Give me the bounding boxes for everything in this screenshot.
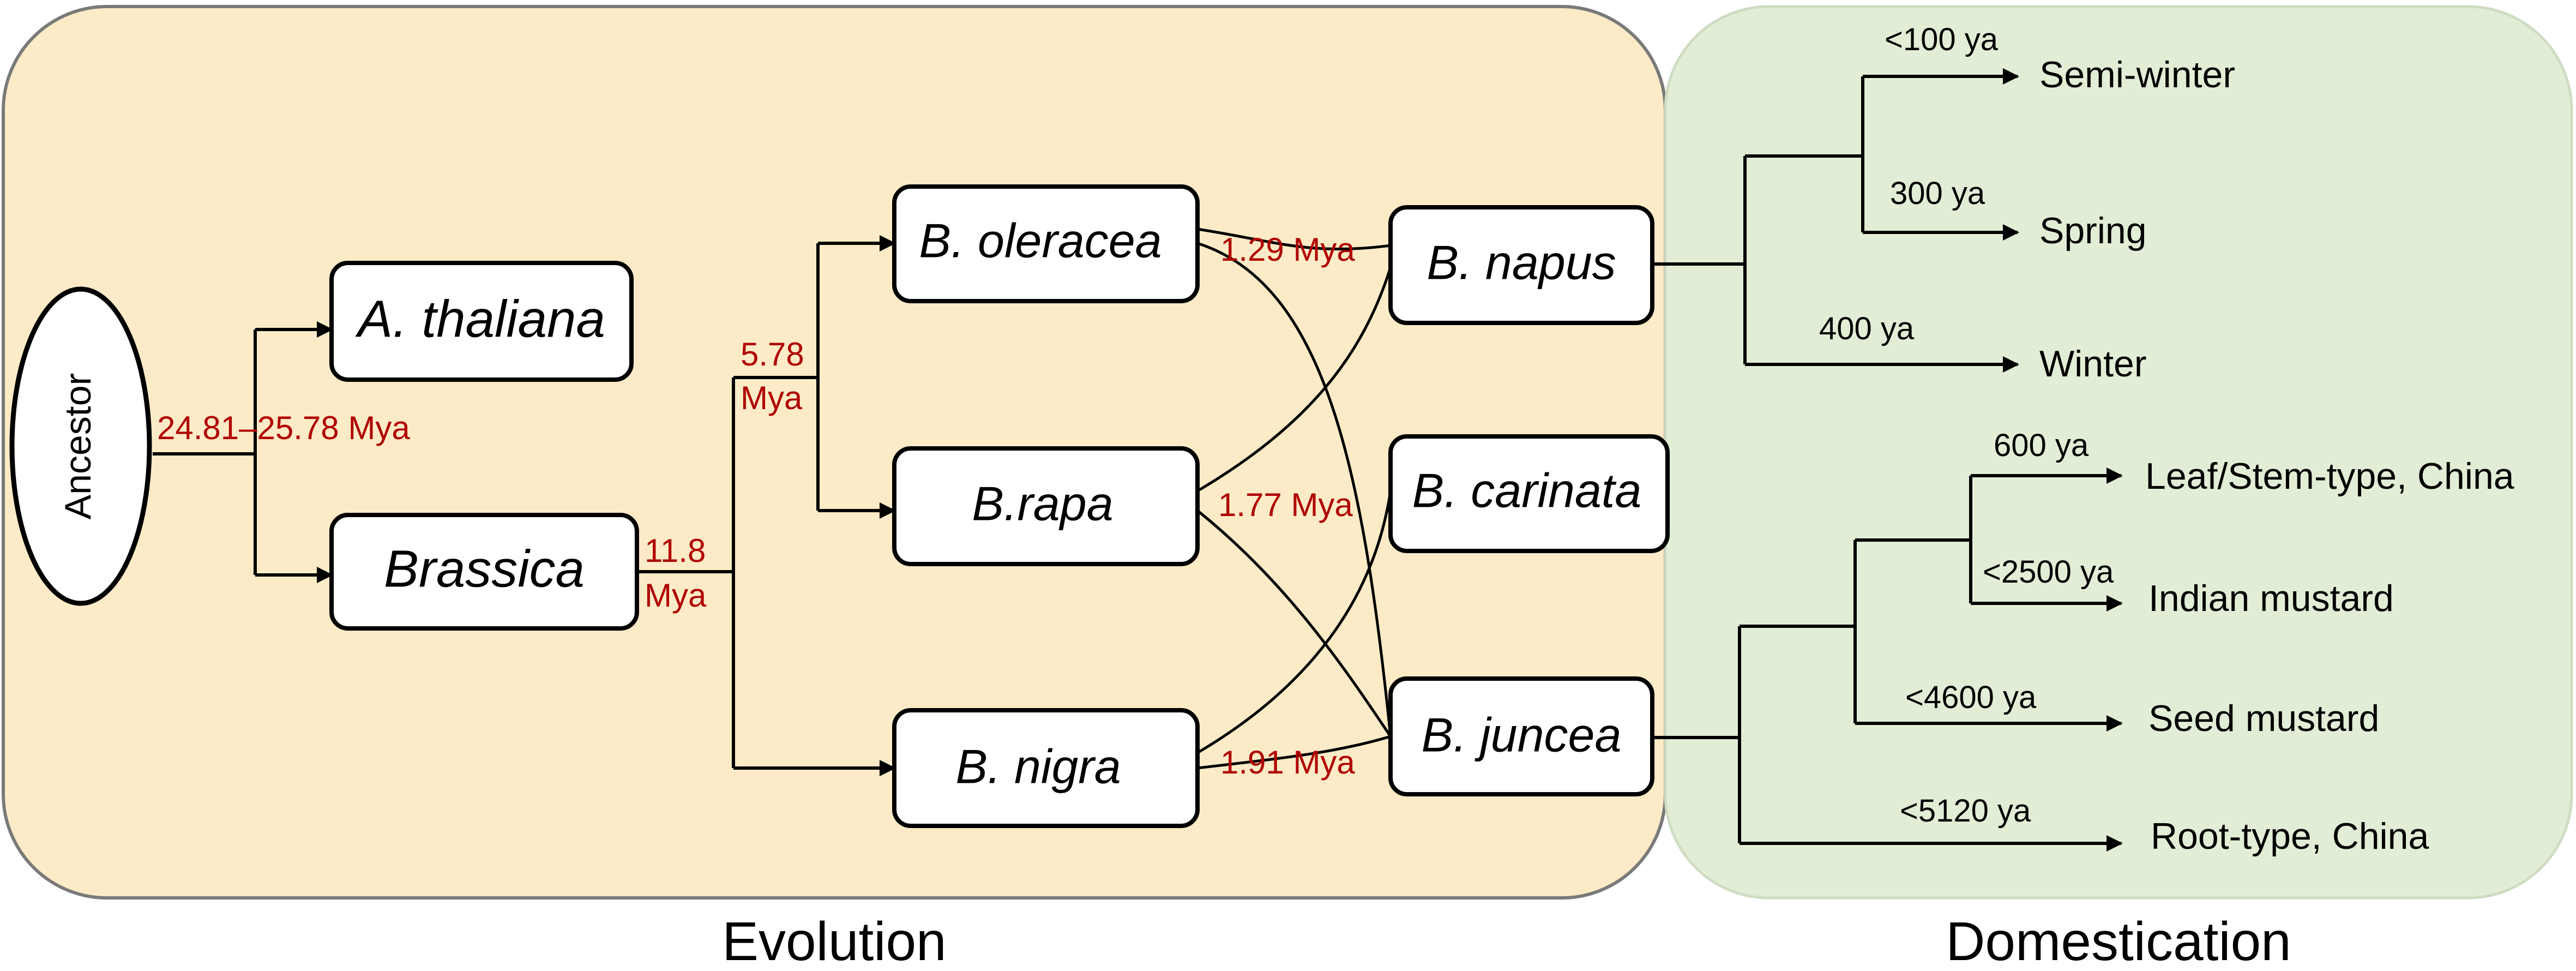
species-node-oleracea: B. oleracea — [892, 184, 1200, 303]
time-semi-winter: <100 ya — [1885, 22, 1999, 57]
species-label: B. napus — [1427, 235, 1616, 289]
type-indian-mustard: Indian mustard — [2148, 578, 2394, 619]
juncea-domestication-tree: 600 ya Leaf/Stem-type, China <2500 ya In… — [1652, 428, 2514, 857]
time-indian-mustard: <2500 ya — [1983, 554, 2114, 590]
species-label: B. juncea — [1422, 708, 1622, 762]
time-winter: 400 ya — [1819, 311, 1915, 346]
time-brassica-split-value: 11.8 — [645, 532, 706, 569]
domestication-panel — [1664, 5, 2573, 900]
species-node-brassica: Brassica — [329, 513, 639, 631]
domestication-caption: Domestication — [1946, 911, 2291, 971]
time-leaf-stem-type: 600 ya — [1994, 428, 2089, 463]
time-juncea-origin: 1.91 Mya — [1220, 744, 1355, 781]
species-label: A. thaliana — [355, 290, 605, 348]
species-node-rapa: B.rapa — [892, 446, 1200, 566]
species-label: B. carinata — [1412, 463, 1642, 517]
ancestor-node: Ancestor — [9, 286, 152, 606]
time-seed-mustard: <4600 ya — [1905, 680, 2037, 715]
type-winter: Winter — [2039, 343, 2146, 385]
species-node-napus: B. napus — [1388, 205, 1654, 325]
time-carinata-origin: 1.77 Mya — [1218, 487, 1353, 523]
evolution-connectors — [153, 227, 1392, 776]
type-root-china: Root-type, China — [2151, 816, 2429, 857]
type-spring: Spring — [2039, 210, 2147, 251]
species-node-carinata: B. carinata — [1388, 434, 1670, 553]
species-node-thaliana: A. thaliana — [329, 261, 634, 382]
evolution-caption: Evolution — [722, 911, 946, 971]
type-leaf-stem-china: Leaf/Stem-type, China — [2145, 455, 2514, 497]
type-seed-mustard: Seed mustard — [2148, 698, 2379, 739]
species-node-nigra: B. nigra — [892, 708, 1200, 828]
species-label: B.rapa — [972, 476, 1113, 530]
time-brassica-split-unit: Mya — [645, 577, 707, 614]
species-label: B. oleracea — [919, 213, 1161, 267]
time-napus-origin: 1.29 Mya — [1220, 231, 1355, 268]
species-label: B. nigra — [955, 739, 1121, 793]
time-diploid-split-unit: Mya — [741, 380, 803, 416]
napus-domestication-tree: <100 ya Semi-winter 300 ya Spring 400 ya… — [1652, 22, 2235, 385]
ancestor-label: Ancestor — [57, 373, 99, 519]
time-diploid-split-value: 5.78 — [741, 336, 804, 373]
time-root-type: <5120 ya — [1900, 793, 2031, 829]
divergence-times: 24.81–25.78 Mya 11.8 Mya 5.78 Mya 1.29 M… — [157, 231, 1355, 781]
time-spring: 300 ya — [1890, 176, 1985, 211]
time-ancestor-split: 24.81–25.78 Mya — [157, 410, 410, 446]
species-label: Brassica — [384, 540, 585, 598]
species-node-juncea: B. juncea — [1388, 676, 1654, 796]
type-semi-winter: Semi-winter — [2039, 54, 2235, 95]
